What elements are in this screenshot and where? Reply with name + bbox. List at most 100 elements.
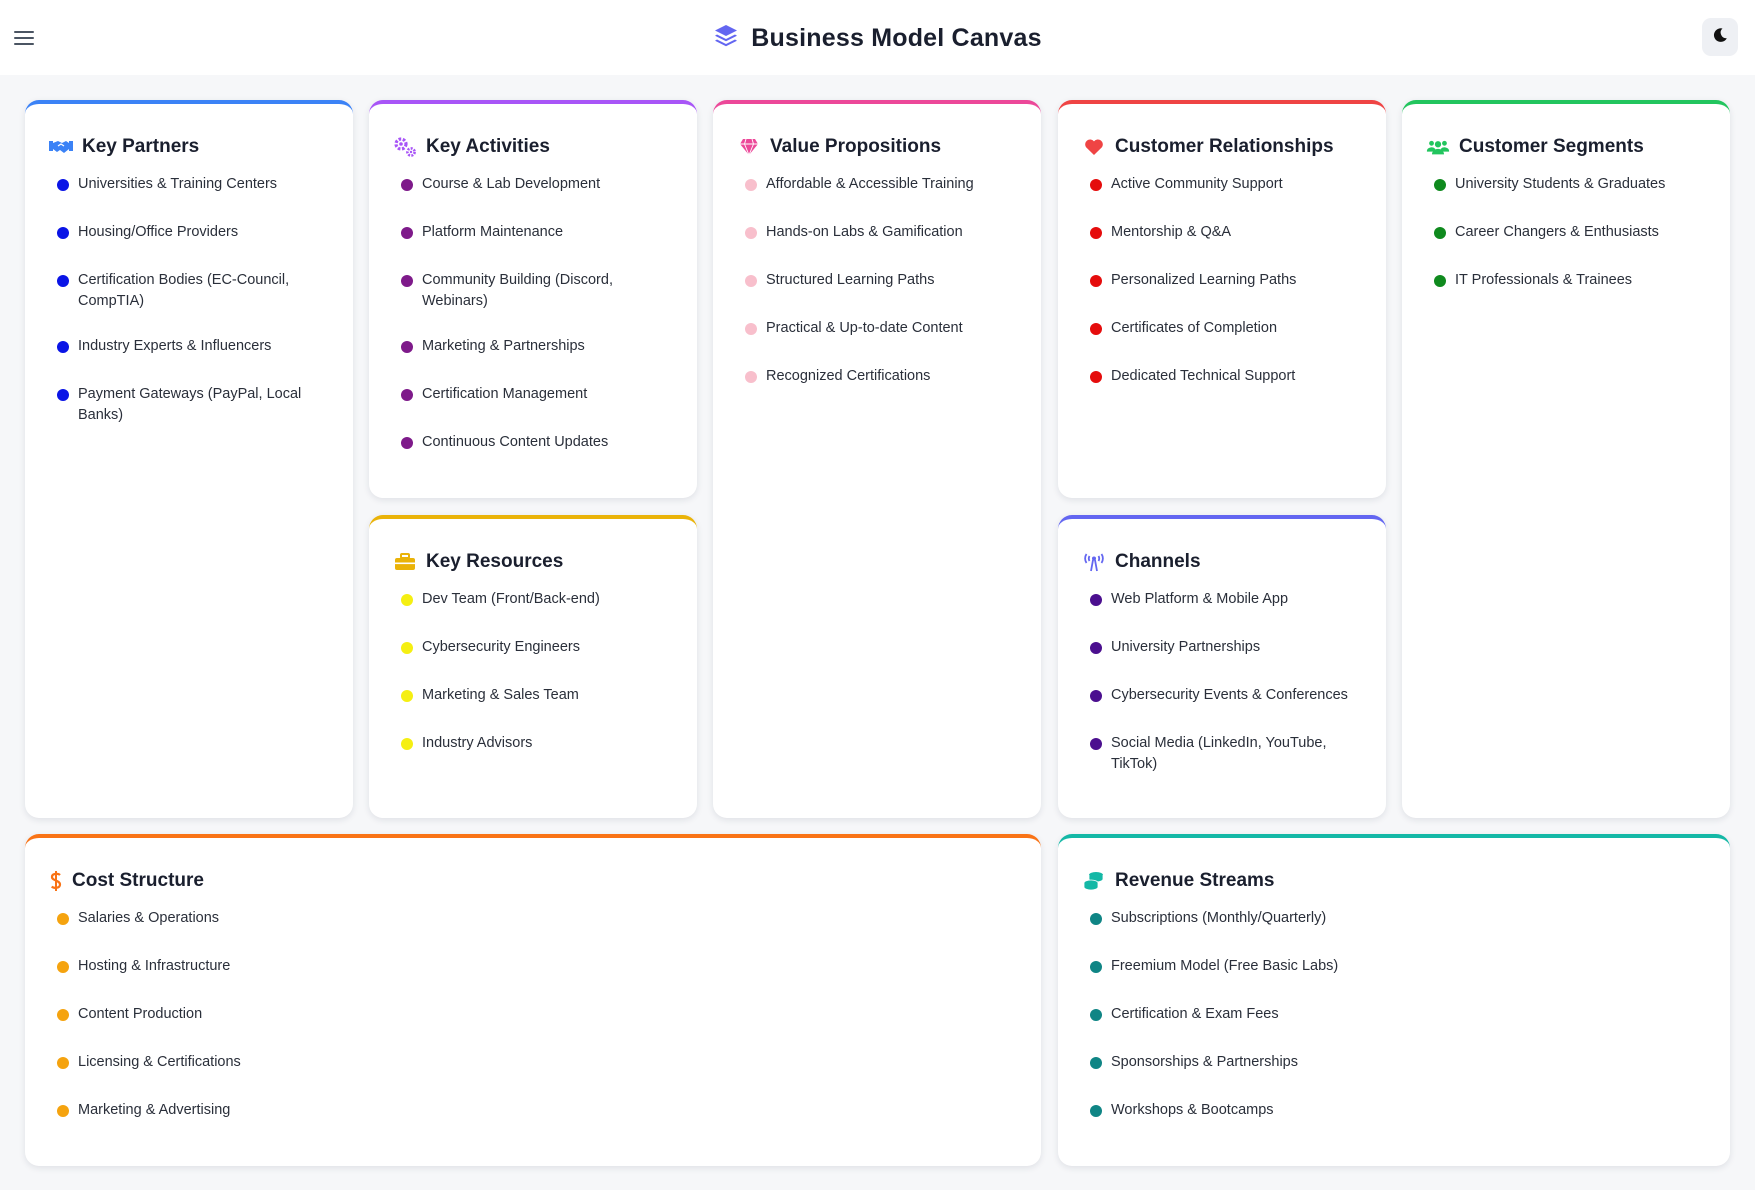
list-item: Industry Experts & Influencers: [49, 336, 329, 357]
card-title: Customer Segments: [1459, 136, 1644, 157]
bullet-dot: [57, 1105, 69, 1117]
list-item: Cybersecurity Events & Conferences: [1082, 685, 1362, 706]
page-title: Business Model Canvas: [751, 23, 1042, 52]
bullet-dot: [57, 341, 69, 353]
list-item: Mentorship & Q&A: [1082, 222, 1362, 243]
list-item: Dev Team (Front/Back-end): [393, 589, 673, 610]
list-item: Workshops & Bootcamps: [1082, 1100, 1706, 1121]
gem-icon: [737, 136, 761, 158]
card-value-propositions: Value Propositions Affordable & Accessib…: [713, 100, 1041, 818]
list-item: Continuous Content Updates: [393, 432, 673, 453]
heart-icon: [1082, 136, 1106, 158]
list-item: Recognized Certifications: [737, 366, 1017, 387]
bullet-dot: [57, 275, 69, 287]
bullet-dot: [1434, 275, 1446, 287]
list-item: Licensing & Certifications: [49, 1052, 1017, 1073]
bullet-dot: [1090, 371, 1102, 383]
bullet-dot: [1090, 1009, 1102, 1021]
item-list: Web Platform & Mobile App University Par…: [1082, 589, 1362, 775]
list-item: Hands-on Labs & Gamification: [737, 222, 1017, 243]
item-list: Universities & Training Centers Housing/…: [49, 174, 329, 426]
list-item: Community Building (Discord, Webinars): [393, 270, 673, 312]
bullet-dot: [1090, 1057, 1102, 1069]
bullet-dot: [1090, 738, 1102, 750]
bullet-dot: [57, 1009, 69, 1021]
list-item: IT Professionals & Trainees: [1426, 270, 1706, 291]
list-item: Dedicated Technical Support: [1082, 366, 1362, 387]
item-list: Subscriptions (Monthly/Quarterly) Freemi…: [1082, 908, 1706, 1121]
list-item: Certificates of Completion: [1082, 318, 1362, 339]
card-title: Value Propositions: [770, 136, 942, 157]
bullet-dot: [401, 642, 413, 654]
card-title: Cost Structure: [72, 870, 204, 891]
list-item: Affordable & Accessible Training: [737, 174, 1017, 195]
list-item: Marketing & Advertising: [49, 1100, 1017, 1121]
card-revenue-streams: Revenue Streams Subscriptions (Monthly/Q…: [1058, 834, 1730, 1166]
bullet-dot: [57, 227, 69, 239]
list-item: Personalized Learning Paths: [1082, 270, 1362, 291]
bullet-dot: [57, 961, 69, 973]
list-item: Universities & Training Centers: [49, 174, 329, 195]
bullet-dot: [1090, 179, 1102, 191]
list-item: Marketing & Sales Team: [393, 685, 673, 706]
card-customer-segments: Customer Segments University Students & …: [1402, 100, 1730, 818]
list-item: Active Community Support: [1082, 174, 1362, 195]
card-key-partners: Key Partners Universities & Training Cen…: [25, 100, 353, 818]
card-key-activities: Key Activities Course & Lab Development …: [369, 100, 697, 498]
bullet-dot: [57, 913, 69, 925]
toolbox-icon: [393, 551, 417, 573]
bullet-dot: [57, 1057, 69, 1069]
card-customer-relationships: Customer Relationships Active Community …: [1058, 100, 1386, 498]
list-item: Hosting & Infrastructure: [49, 956, 1017, 977]
bullet-dot: [401, 275, 413, 287]
bullet-dot: [745, 323, 757, 335]
page-header: Business Model Canvas: [0, 18, 1755, 58]
bullet-dot: [57, 389, 69, 401]
bullet-dot: [1090, 642, 1102, 654]
list-item: Certification Management: [393, 384, 673, 405]
list-item: Housing/Office Providers: [49, 222, 329, 243]
list-item: Cybersecurity Engineers: [393, 637, 673, 658]
bullet-dot: [401, 389, 413, 401]
bullet-dot: [1090, 690, 1102, 702]
item-list: University Students & Graduates Career C…: [1426, 174, 1706, 291]
list-item: Marketing & Partnerships: [393, 336, 673, 357]
card-title: Channels: [1115, 551, 1201, 572]
top-bar: Business Model Canvas: [0, 0, 1755, 75]
card-title: Key Activities: [426, 136, 550, 157]
item-list: Dev Team (Front/Back-end) Cybersecurity …: [393, 589, 673, 754]
bullet-dot: [1090, 594, 1102, 606]
item-list: Active Community Support Mentorship & Q&…: [1082, 174, 1362, 387]
dollar-sign-icon: [49, 870, 63, 892]
bullet-dot: [1090, 323, 1102, 335]
card-title: Customer Relationships: [1115, 136, 1334, 157]
bullet-dot: [401, 738, 413, 750]
theme-toggle-button[interactable]: [1702, 18, 1738, 56]
bullet-dot: [745, 179, 757, 191]
list-item: Sponsorships & Partnerships: [1082, 1052, 1706, 1073]
bullet-dot: [1434, 179, 1446, 191]
moon-icon: [1712, 27, 1728, 48]
list-item: Social Media (LinkedIn, YouTube, TikTok): [1082, 733, 1362, 775]
coins-icon: [1082, 870, 1106, 892]
bullet-dot: [1090, 275, 1102, 287]
list-item: Payment Gateways (PayPal, Local Banks): [49, 384, 329, 426]
bullet-dot: [745, 275, 757, 287]
menu-button[interactable]: [14, 27, 38, 47]
bullet-dot: [401, 437, 413, 449]
card-cost-structure: Cost Structure Salaries & Operations Hos…: [25, 834, 1041, 1166]
card-title: Revenue Streams: [1115, 870, 1275, 891]
card-key-resources: Key Resources Dev Team (Front/Back-end) …: [369, 515, 697, 818]
bullet-dot: [1434, 227, 1446, 239]
layers-icon: [713, 23, 739, 54]
list-item: Platform Maintenance: [393, 222, 673, 243]
card-channels: Channels Web Platform & Mobile App Unive…: [1058, 515, 1386, 818]
list-item: Subscriptions (Monthly/Quarterly): [1082, 908, 1706, 929]
list-item: Practical & Up-to-date Content: [737, 318, 1017, 339]
list-item: University Students & Graduates: [1426, 174, 1706, 195]
list-item: Industry Advisors: [393, 733, 673, 754]
bullet-dot: [401, 227, 413, 239]
bullet-dot: [1090, 961, 1102, 973]
list-item: Salaries & Operations: [49, 908, 1017, 929]
bullet-dot: [1090, 913, 1102, 925]
